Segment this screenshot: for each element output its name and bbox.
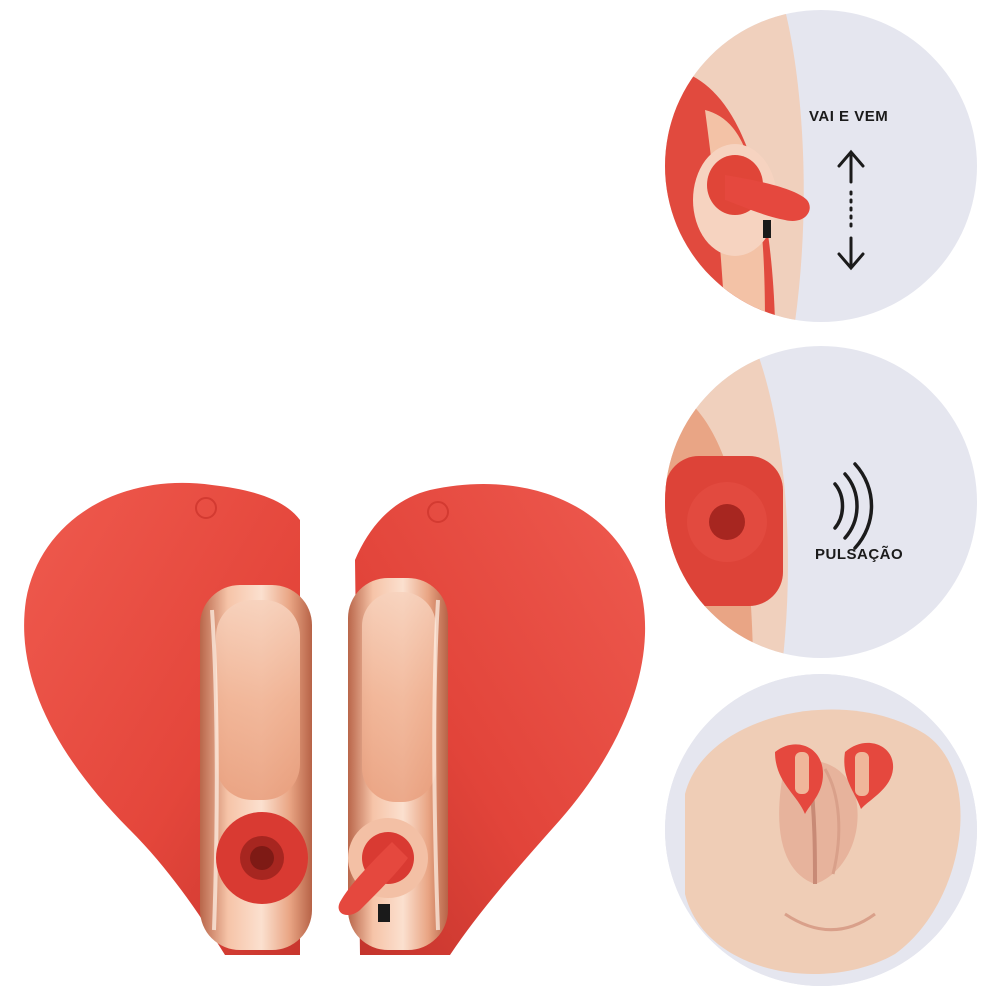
tongue-tip	[338, 842, 408, 916]
left-heart-half	[24, 482, 312, 955]
usage-illustration-bubble	[665, 674, 977, 986]
feature-bubble-pulse: PULSAÇÃO	[665, 346, 977, 658]
product-photo	[24, 482, 646, 955]
feature-label-back-forth: VAI E VEM	[809, 108, 889, 125]
feature-label-pulse: PULSAÇÃO	[815, 546, 904, 563]
right-heart-half	[338, 484, 646, 955]
feature-bubble-back-forth: VAI E VEM	[665, 10, 977, 322]
power-button-icon	[195, 497, 217, 519]
up-down-arrow-icon	[837, 149, 865, 271]
pulse-waves-icon	[833, 462, 874, 550]
